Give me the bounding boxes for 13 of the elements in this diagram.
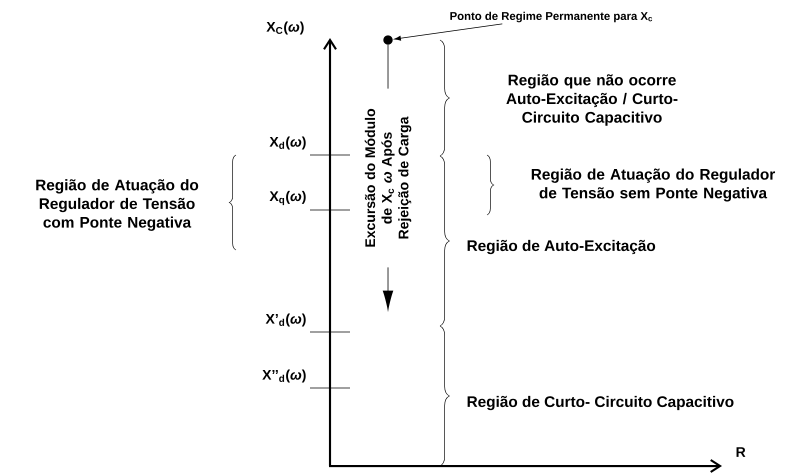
region-label: Região de Curto- Circuito Capacitivo bbox=[468, 396, 734, 410]
tick-label: X$_{q}$(ω) bbox=[270, 190, 306, 206]
region-label: Região de Atuação do Regulador de Tensão com Ponte Negativa bbox=[36, 179, 198, 231]
axis-label: R bbox=[736, 447, 746, 457]
tick-label: X’$_{d}$(ω) bbox=[266, 313, 306, 327]
tick-label: X$_{d}$(ω) bbox=[270, 136, 306, 150]
tick-label: X’’$_{d}$(ω) bbox=[262, 369, 306, 383]
callout-text: Ponto de Regime Permanente para X$_{c}$ bbox=[450, 12, 652, 22]
axis-label: X$_{C}$(ω) bbox=[266, 21, 304, 35]
region-label: Região de Auto-Excitação bbox=[468, 240, 656, 254]
region-label: Região que não ocorre Auto-Excitação / Curto- Circuito Capacitivo bbox=[506, 74, 678, 126]
region-label: Região de Atuação do Regulador de Tensão sem Ponte Negativa bbox=[532, 168, 776, 202]
leader-line bbox=[394, 24, 503, 41]
